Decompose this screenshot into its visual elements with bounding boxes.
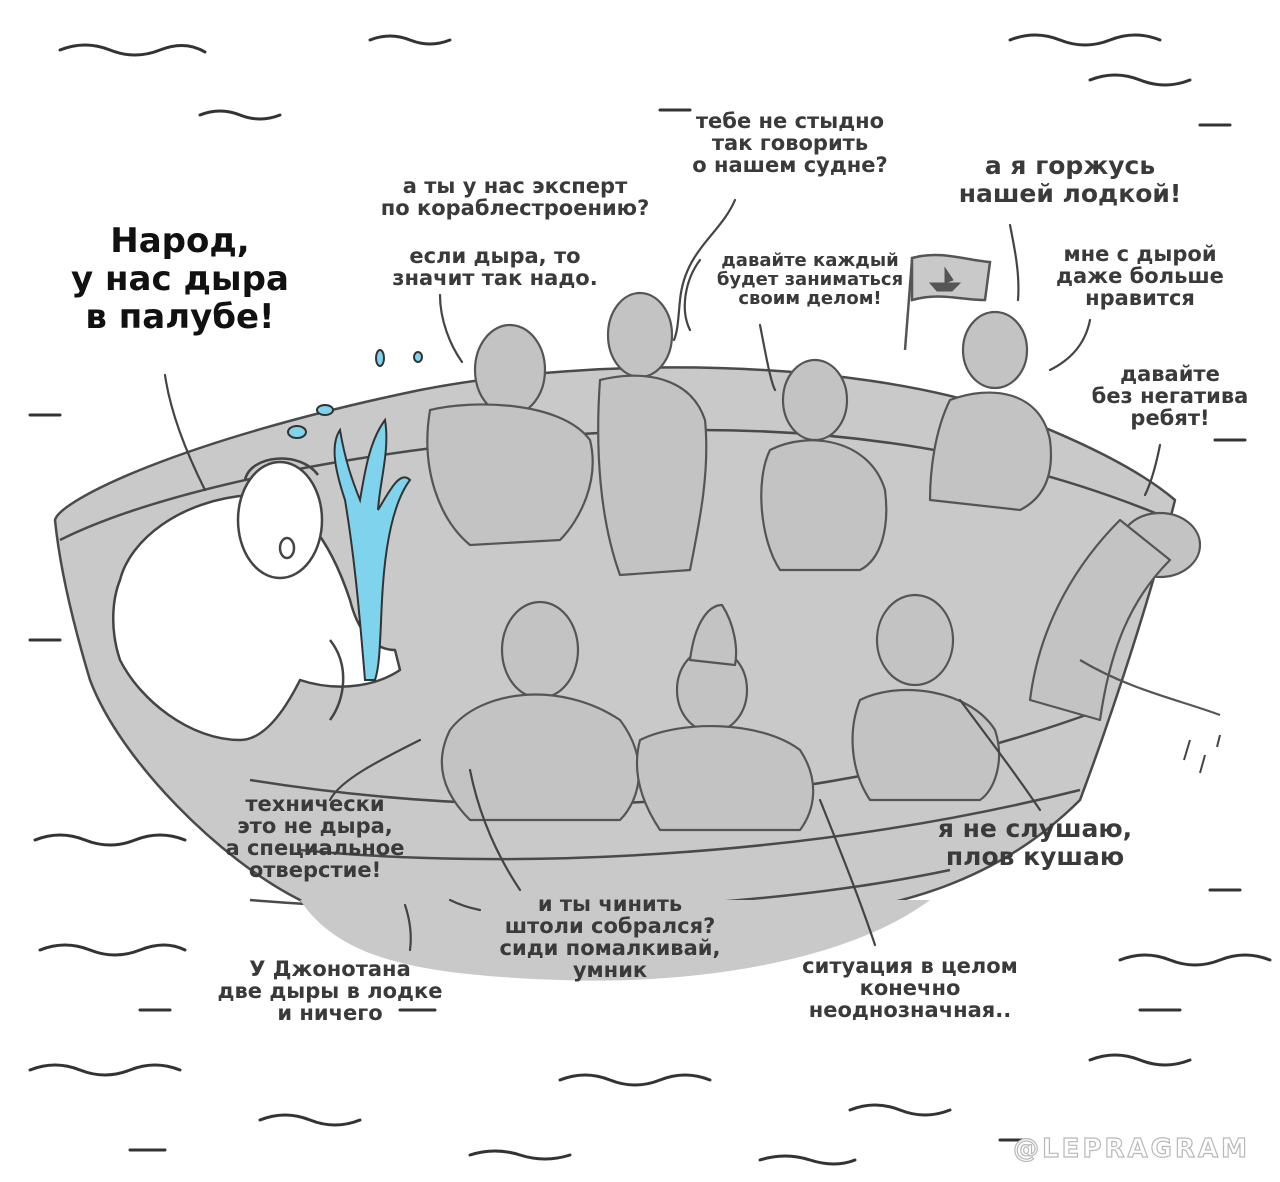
- caption-ambiguous: ситуация в целом конечно неоднозначная..: [802, 954, 1018, 1023]
- wave: [28, 1063, 182, 1077]
- ear-covering-man-body: [851, 688, 1001, 802]
- wave: [1118, 953, 1272, 967]
- wave: [38, 943, 187, 957]
- ear-covering-man-head: [875, 593, 955, 687]
- bald-man-body: [426, 403, 594, 547]
- wave: [758, 1154, 857, 1166]
- flag-woman-body: [928, 391, 1053, 512]
- ponytail-woman-head: [781, 358, 849, 442]
- caption-like-hole: мне с дырой даже больше нравится: [1056, 242, 1224, 311]
- drip: [1183, 739, 1191, 761]
- flag-boat-emblem: [928, 266, 962, 292]
- pointer: [163, 373, 207, 492]
- pointer: [448, 898, 482, 912]
- pointer: [672, 198, 737, 342]
- caption-ashamed: тебе не стыдно так говорить о нашем судн…: [692, 109, 888, 178]
- pointer: [1048, 318, 1092, 372]
- pointer: [683, 258, 702, 332]
- water-leak: [287, 349, 423, 681]
- speech-pointers: [163, 198, 1162, 952]
- caption-proud: а я горжусь нашей лодкой!: [958, 151, 1182, 208]
- caption-must-be: если дыра, то значит так надо.: [392, 244, 598, 291]
- caption-people-hole: Народ, у нас дыра в палубе!: [71, 221, 289, 338]
- wave: [58, 43, 207, 57]
- man-mouth: [278, 536, 296, 560]
- flag-woman-head: [961, 310, 1029, 390]
- boat-splash: [300, 900, 930, 981]
- leaning-woman-body: [1028, 518, 1172, 722]
- wave: [1088, 73, 1192, 87]
- drip: [1199, 754, 1206, 774]
- water-drop: [375, 349, 385, 367]
- water-jet: [333, 417, 412, 681]
- speaking-man-figure: [112, 457, 402, 742]
- caption-expert: а ты у нас эксперт по кораблестроению?: [380, 174, 650, 221]
- pointing-man-body: [440, 693, 641, 822]
- wave: [368, 34, 452, 46]
- passengers: [426, 291, 1221, 832]
- ponytail-woman-body: [760, 439, 888, 572]
- conehead-man-hat: [688, 603, 738, 667]
- pointer: [1008, 223, 1020, 302]
- bald-man-head: [473, 323, 547, 417]
- pointer: [758, 323, 777, 392]
- open-mouth-man-head: [606, 291, 674, 379]
- wave: [198, 109, 282, 121]
- man-head: [236, 460, 324, 580]
- wave: [33, 833, 187, 847]
- watermark: @LEPRAGRAM: [1013, 1133, 1250, 1164]
- pointer: [818, 798, 877, 947]
- water-drop: [287, 425, 307, 439]
- water-drop: [413, 351, 423, 363]
- pointer: [958, 698, 1042, 812]
- man-hair: [243, 457, 320, 481]
- drip-drops: [1183, 734, 1221, 774]
- boat-rim-lower: [299, 788, 1081, 861]
- wave: [1008, 33, 1162, 47]
- boat-flag: [903, 253, 992, 351]
- caption-john: У Джонотана две дыры в лодке и ничего: [217, 957, 443, 1026]
- wave: [558, 1073, 712, 1087]
- leaning-woman-arm: [1079, 659, 1221, 717]
- waves: [28, 33, 1272, 1166]
- caption-technically: технически это не дыра, а специальное от…: [225, 792, 405, 883]
- pointer: [1143, 443, 1162, 497]
- wave: [1088, 1053, 1192, 1067]
- water-drop: [316, 404, 334, 416]
- caption-no-negative: давайте без негатива ребят!: [1091, 362, 1249, 431]
- drip: [1216, 734, 1221, 748]
- pointer: [468, 768, 522, 892]
- open-mouth-man-body: [597, 374, 708, 577]
- conehead-man-body: [635, 724, 815, 832]
- pointer: [328, 738, 422, 802]
- pointing-man-head: [500, 600, 580, 700]
- man-arm: [328, 639, 345, 721]
- wave: [468, 1149, 572, 1161]
- pointer: [403, 903, 412, 952]
- caption-not-listening: я не слушаю, плов кушаю: [937, 814, 1133, 871]
- pointer: [438, 293, 464, 364]
- wave: [258, 1113, 362, 1127]
- caption-each-business: давайте каждый будет заниматься своим де…: [716, 250, 904, 309]
- wave: [848, 1103, 952, 1117]
- caption-fix: и ты чинить штоли собрался? сиди помалки…: [499, 892, 721, 983]
